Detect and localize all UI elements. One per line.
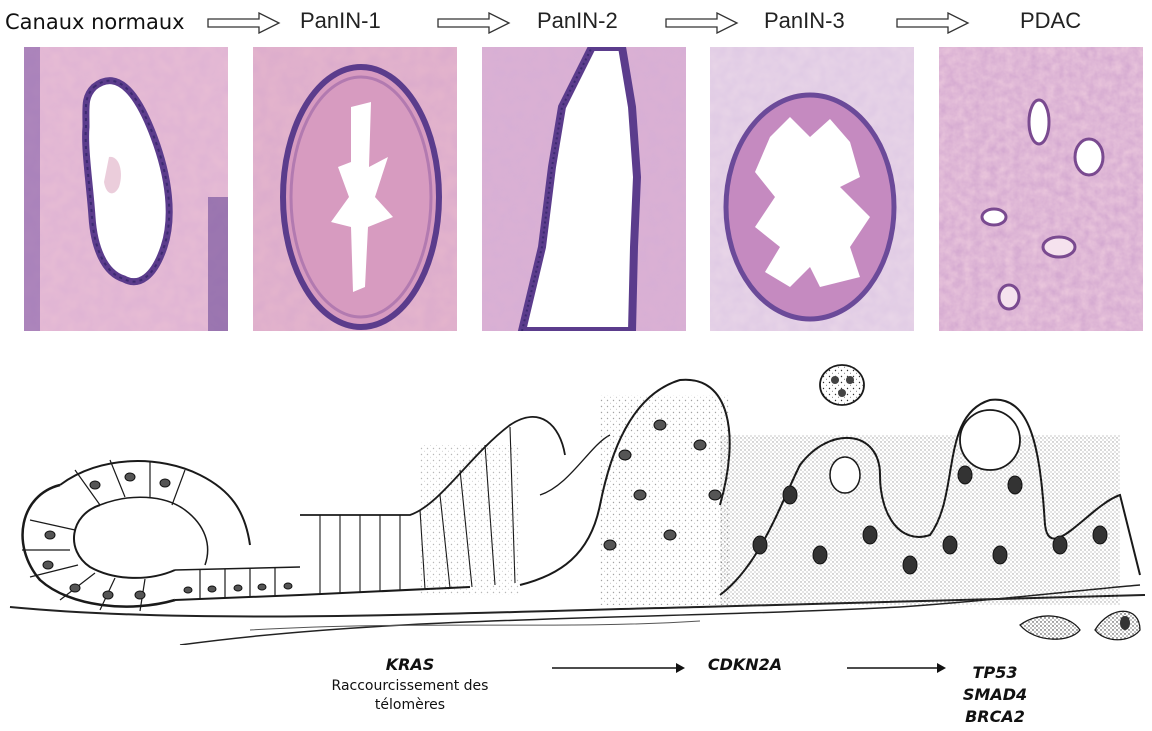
gene-smad4: SMAD4 (950, 685, 1040, 704)
stage-label-panin2: PanIN-2 (537, 8, 618, 34)
histology-normal-duct (24, 47, 228, 331)
stage-label-normal: Canaux normaux (5, 10, 185, 34)
gene-brca2: BRCA2 (950, 707, 1040, 726)
gene-cdkn2a: CDKN2A (690, 655, 800, 674)
gene-tp53: TP53 (950, 663, 1040, 682)
gene-kras: KRAS (340, 655, 480, 674)
stage-label-panin3: PanIN-3 (764, 8, 845, 34)
hollow-arrow-icon (207, 12, 281, 34)
epithelium-progression-illustration (0, 345, 1152, 645)
telomere-shortening-note-line2: télomères (295, 696, 525, 715)
histology-panin1 (253, 47, 457, 331)
hollow-arrow-icon (665, 12, 739, 34)
histology-pdac (939, 47, 1143, 331)
flow-arrow-icon (847, 662, 947, 674)
histology-panin2 (482, 47, 686, 331)
hollow-arrow-icon (896, 12, 970, 34)
stage-label-panin1: PanIN-1 (300, 8, 381, 34)
telomere-shortening-note-line1: Raccourcissement des (295, 677, 525, 696)
hollow-arrow-icon (437, 12, 511, 34)
flow-arrow-icon (552, 662, 686, 674)
stage-label-pdac: PDAC (1020, 8, 1081, 34)
histology-panin3 (710, 47, 914, 331)
